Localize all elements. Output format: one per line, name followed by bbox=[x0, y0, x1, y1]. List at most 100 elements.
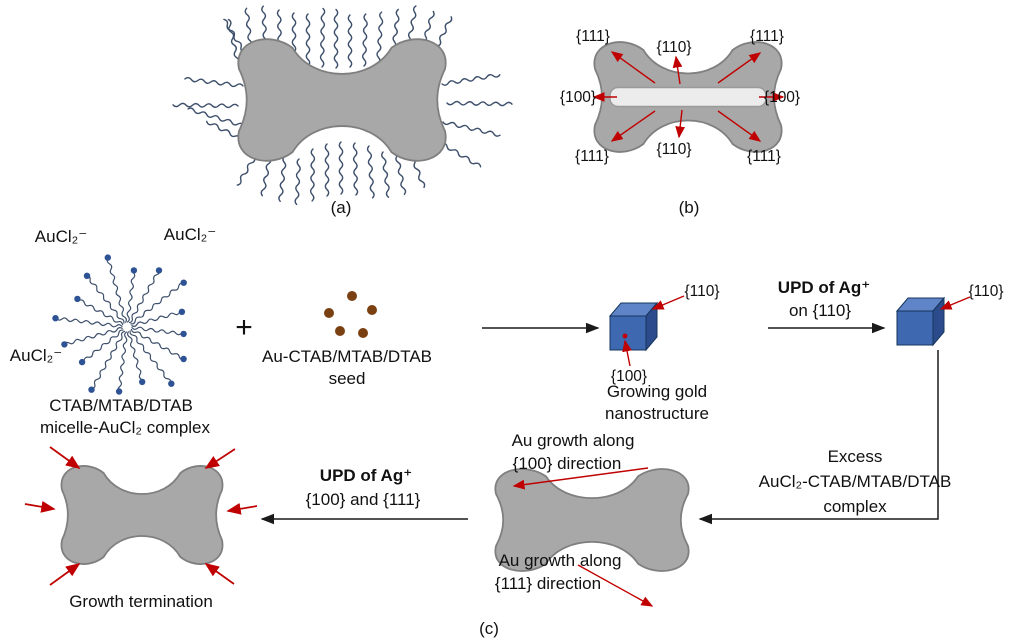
upd2-text-line2: {100} and {111} bbox=[306, 490, 421, 509]
panel-a-label: (a) bbox=[331, 198, 352, 217]
aucl2-label-left: AuCl₂⁻ bbox=[10, 346, 62, 365]
surfactant-chain bbox=[347, 14, 353, 68]
growth-111-text-line1: Au growth along bbox=[499, 551, 622, 570]
inward-arrow-top-left bbox=[49, 446, 81, 469]
facet-arrow-bottom-center bbox=[675, 109, 686, 139]
excess-text-line1: Excess bbox=[828, 447, 883, 466]
seed-dot bbox=[347, 291, 357, 301]
seed-caption-line2: seed bbox=[329, 369, 366, 388]
growth-100-pointer bbox=[512, 467, 649, 490]
aucl2-label-top-right: AuCl₂⁻ bbox=[164, 225, 216, 244]
facet-label-110-bottom: {110} bbox=[656, 141, 691, 158]
cube1-facet-marker-dot bbox=[622, 333, 628, 339]
surfactant-chain bbox=[184, 76, 244, 88]
surfactant-chain bbox=[305, 13, 311, 67]
cube1-front-face bbox=[609, 315, 647, 351]
excess-text-line3: complex bbox=[823, 497, 887, 516]
cube1-110-pointer bbox=[651, 295, 685, 310]
facet-arrow-top-right bbox=[717, 52, 762, 84]
micelle-chain bbox=[131, 326, 182, 336]
facet-label-100-right: {100} bbox=[764, 89, 800, 106]
terminated-nanostructure-shape bbox=[60, 465, 224, 565]
facet-label-111-bottom-left: {111} bbox=[575, 148, 609, 165]
upd1-text-line2: on {110} bbox=[789, 301, 851, 320]
inward-arrow-top-right bbox=[204, 448, 236, 469]
surfactant-chain bbox=[352, 142, 359, 196]
surfactant-chain bbox=[172, 102, 239, 109]
excess-text-line2: AuCl₂-CTAB/MTAB/DTAB bbox=[759, 472, 952, 491]
micelle-chain bbox=[130, 282, 184, 325]
micelle-chain bbox=[130, 328, 185, 361]
seed-rod-core bbox=[609, 86, 767, 108]
upd1-text-line1: UPD of Ag⁺ bbox=[778, 278, 870, 297]
surfactant-chain bbox=[309, 148, 316, 202]
micelle-head-dot bbox=[115, 388, 123, 395]
cube1-caption-line2: nanostructure bbox=[605, 404, 709, 423]
facet-arrow-bottom-right bbox=[717, 110, 762, 142]
surfactant-chain bbox=[446, 100, 513, 107]
surfactant-chain bbox=[366, 145, 375, 199]
micelle-head-dot bbox=[104, 254, 112, 261]
gold-cube-1 bbox=[608, 295, 685, 367]
facet-arrow-top-center bbox=[672, 55, 683, 85]
micelle-head-dot bbox=[178, 308, 186, 315]
micelle-head-dot bbox=[155, 267, 163, 274]
surfactant-chain bbox=[376, 11, 384, 65]
inward-arrow-bottom-right bbox=[204, 563, 235, 585]
seed-dot bbox=[358, 328, 368, 338]
surfactant-chain bbox=[381, 151, 390, 198]
micelle-chain bbox=[86, 274, 125, 324]
micelle-head-dot bbox=[88, 386, 95, 393]
micelle-head-dot bbox=[180, 279, 187, 286]
micelle-chain bbox=[129, 330, 172, 384]
seed-dot bbox=[324, 308, 334, 318]
aucl2-label-top-left: AuCl₂⁻ bbox=[35, 227, 87, 246]
micelle-head-dot bbox=[130, 267, 138, 274]
micelle-chain bbox=[63, 327, 123, 346]
surfactant-chain bbox=[294, 158, 301, 206]
micelle-head-dot bbox=[83, 272, 91, 279]
facet-label-110-top: {110} bbox=[656, 39, 691, 56]
seed-dot bbox=[367, 305, 377, 315]
micelle-chain bbox=[126, 272, 136, 323]
micelle-head-dot bbox=[139, 378, 146, 386]
micelle-head-dot bbox=[74, 295, 81, 303]
micelle-head-dot bbox=[168, 380, 175, 387]
flow-arrow-excess-elbow bbox=[698, 350, 939, 525]
inward-arrow-bottom-left bbox=[49, 563, 81, 586]
micelle-chain bbox=[131, 311, 181, 327]
micelle-chain bbox=[55, 317, 123, 328]
inward-arrow-right bbox=[226, 502, 258, 515]
panel-b: {111} {110} {111} {100} {100} {111} {110… bbox=[560, 28, 800, 217]
surfactant-chain bbox=[324, 143, 330, 197]
micelle-chain bbox=[106, 258, 127, 323]
surfactant-chain bbox=[395, 155, 407, 195]
panel-a: (a) bbox=[172, 5, 513, 217]
cube2-front-face bbox=[896, 310, 934, 346]
cube1-caption-line1: Growing gold bbox=[607, 382, 707, 401]
panel-c: AuCl₂⁻ AuCl₂⁻ AuCl₂⁻ CTAB/MTAB/DTAB mice… bbox=[10, 225, 1004, 638]
panel-b-label: (b) bbox=[679, 198, 700, 217]
surfactant-chain bbox=[187, 107, 245, 127]
panel-c-label: (c) bbox=[479, 619, 499, 638]
gold-cube-2 bbox=[895, 296, 971, 347]
seed-dots bbox=[324, 291, 377, 338]
micelle-chain bbox=[128, 269, 161, 324]
surfactant-chain bbox=[338, 141, 344, 195]
cube2-110-pointer bbox=[939, 296, 971, 310]
surfactant-chain bbox=[441, 74, 501, 86]
surfactant-chain bbox=[333, 8, 339, 69]
surfactant-chain bbox=[278, 155, 287, 202]
micelle-head-dot bbox=[78, 358, 86, 366]
inward-arrow-left bbox=[24, 500, 56, 513]
micelle-chain bbox=[117, 331, 128, 393]
cube1-facet-110-label: {110} bbox=[684, 283, 719, 300]
surfactant-chain bbox=[227, 18, 240, 65]
micelle-head-dot bbox=[180, 355, 187, 363]
seed-dot bbox=[335, 326, 345, 336]
facet-arrow-top-left bbox=[610, 51, 656, 84]
termination-inward-arrows bbox=[24, 446, 258, 586]
micelle-head-dot bbox=[180, 330, 187, 338]
micelle-chain bbox=[127, 331, 143, 381]
